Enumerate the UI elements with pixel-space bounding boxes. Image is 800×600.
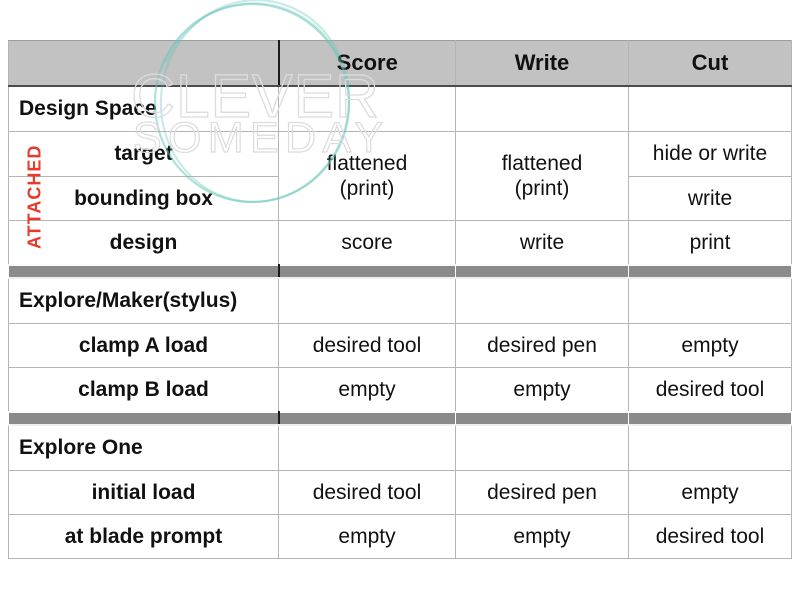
column-header-cut: Cut [628,40,792,87]
cell-clamp-a-cut: empty [628,323,792,368]
row-label-at-blade-prompt: at blade prompt [8,514,279,559]
row-label-clamp-b-load: clamp B load [8,367,279,412]
section-title-design-space: Design Space [8,85,279,132]
cell-initial-load-score: desired tool [278,470,456,515]
attached-group-label: ATTACHED [24,144,45,250]
cell-text: flattened (print) [501,151,583,200]
cell-design-space-cut [628,85,792,132]
comparison-table: Score Write Cut Design Space target flat… [8,40,792,559]
table-header-row: Score Write Cut [8,40,792,87]
table-row: Explore One [8,424,792,471]
cell-clamp-b-write: empty [455,367,629,412]
column-header-score: Score [278,40,456,87]
cell-initial-load-cut: empty [628,470,792,515]
table-row: clamp A load desired tool desired pen em… [8,323,792,368]
section-title-explore-one: Explore One [8,424,279,471]
cell-explore-maker-cut [628,277,792,324]
cell-design-write: write [455,220,629,265]
cell-at-blade-prompt-score: empty [278,514,456,559]
cell-at-blade-prompt-cut: desired tool [628,514,792,559]
cell-explore-maker-score [278,277,456,324]
column-header-write: Write [455,40,629,87]
cell-explore-one-score [278,424,456,471]
table-row: clamp B load empty empty desired tool [8,367,792,412]
cell-text: flattened (print) [326,151,408,200]
cell-at-blade-prompt-write: empty [455,514,629,559]
cell-explore-maker-write [455,277,629,324]
table-row: target flattened (print) flattened (prin… [8,131,792,221]
cell-target-write-merged: flattened (print) [455,131,629,221]
table-row: Design Space [8,85,792,132]
row-label-design: design [8,220,279,265]
cell-target-cut: hide or write [628,131,792,177]
row-label-bounding-box: bounding box [8,176,279,221]
cell-clamp-b-score: empty [278,367,456,412]
cell-initial-load-write: desired pen [455,470,629,515]
cell-design-score: score [278,220,456,265]
cell-explore-one-cut [628,424,792,471]
table-row: Explore/Maker(stylus) [8,277,792,324]
row-label-target: target [8,131,279,177]
cell-clamp-b-cut: desired tool [628,367,792,412]
table-row: initial load desired tool desired pen em… [8,470,792,515]
row-label-clamp-a-load: clamp A load [8,323,279,368]
cell-clamp-a-score: desired tool [278,323,456,368]
header-empty-cell [8,40,280,87]
cell-explore-one-write [455,424,629,471]
cell-target-score-merged: flattened (print) [278,131,456,221]
cell-clamp-a-write: desired pen [455,323,629,368]
cell-design-space-write [455,85,629,132]
section-title-explore-maker: Explore/Maker(stylus) [8,277,279,324]
cell-design-cut: print [628,220,792,265]
row-label-initial-load: initial load [8,470,279,515]
section-divider [8,410,792,426]
cell-design-space-score [278,85,456,132]
table-row: design score write print [8,220,792,265]
section-divider [8,263,792,279]
table-row: at blade prompt empty empty desired tool [8,514,792,559]
cell-bounding-box-cut: write [628,176,792,221]
